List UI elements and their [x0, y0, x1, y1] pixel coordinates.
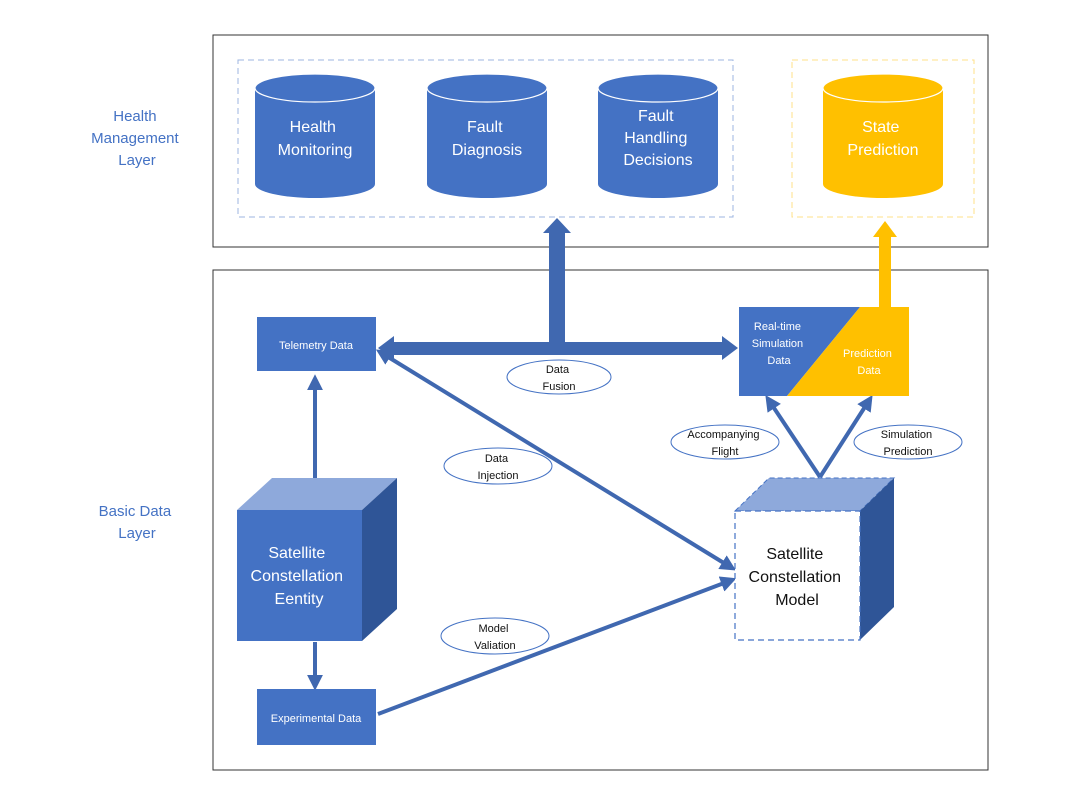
- data-fusion-label: Data Fusion: [506, 359, 612, 395]
- model-validation-arrow: [377, 576, 737, 716]
- prediction-data-label: Prediction Data: [843, 348, 895, 377]
- svg-text:Fault Handling Dec: Fault Handling Decisions: [623, 108, 692, 169]
- health-monitoring-cylinder: Health Monitoring: [254, 73, 376, 198]
- svg-text:State Prediction: State Prediction: [847, 119, 918, 159]
- model-validation-label: Model Valiation: [440, 617, 550, 655]
- realtime-simulation-label: Real-time Simulation Data: [752, 321, 806, 367]
- data-injection-arrow: [375, 349, 737, 571]
- svg-text:Satellite Constellation: Satellite Constellation Model: [749, 546, 846, 609]
- svg-text:Model Valiation: Model Valiation: [474, 623, 515, 652]
- data-fusion-arrow: [378, 218, 738, 360]
- basic-layer-label: Basic Data Layer: [99, 503, 176, 542]
- data-injection-label: Data Injection: [443, 447, 553, 485]
- constellation-model-cube: Satellite Constellation Model: [733, 477, 896, 641]
- accompanying-flight-arrow: [765, 395, 822, 479]
- svg-text:Satellite Constellation: Satellite Constellation Eentity: [251, 545, 348, 608]
- simulation-prediction-arrow: [818, 394, 873, 479]
- svg-text:Health Monitoring: Health Monitoring: [278, 119, 353, 159]
- svg-text:Telemetry Data: Telemetry Data: [279, 340, 354, 352]
- health-functions-group: [237, 59, 734, 218]
- svg-text:Data Fusion: Data Fusion: [542, 364, 575, 393]
- simulation-prediction-box: Real-time Simulation Data Prediction Dat…: [739, 307, 909, 396]
- health-management-frame: [212, 34, 989, 248]
- fault-handling-cylinder: Fault Handling Decisions: [597, 73, 719, 198]
- experimental-data-box: Experimental Data: [257, 689, 376, 745]
- accompanying-flight-label: Accompanying Flight: [670, 424, 780, 460]
- svg-text:Fault Diagnosis: Fault Diagnosis: [452, 119, 522, 159]
- svg-text:Accompanying Flight: Accompanying Flight: [687, 429, 762, 458]
- telemetry-data-box: Telemetry Data: [257, 317, 376, 371]
- fault-diagnosis-cylinder: Fault Diagnosis: [426, 73, 548, 198]
- svg-text:Simulation Prediction: Simulation Prediction: [881, 429, 935, 458]
- prediction-group: [791, 59, 975, 218]
- prediction-up-arrow: [873, 221, 897, 307]
- health-layer-label: Health Management Layer: [91, 108, 183, 169]
- svg-text:Experimental Data: Experimental Data: [271, 713, 362, 725]
- state-prediction-cylinder: State Prediction: [822, 73, 944, 198]
- simulation-prediction-label: Simulation Prediction: [853, 424, 963, 460]
- svg-text:Data Injection: Data Injection: [478, 453, 519, 482]
- constellation-entity-cube: Satellite Constellation Eentity: [237, 478, 397, 641]
- basic-data-frame: [212, 269, 989, 771]
